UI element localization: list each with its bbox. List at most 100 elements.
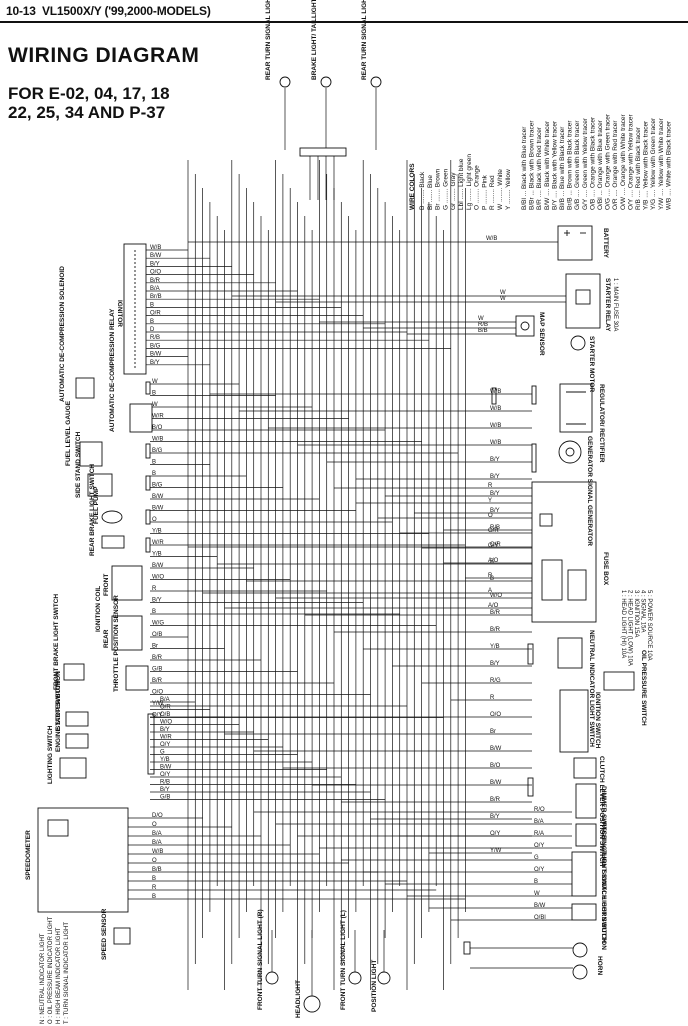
right-pin-label: W/O bbox=[490, 593, 502, 599]
speedo-pin-label: B/A bbox=[152, 831, 162, 837]
fuse-pin-label: O/Y bbox=[488, 543, 498, 549]
switch-pin-label: O/Y bbox=[534, 867, 544, 873]
front-turn-l-label: FRONT TURN SIGNAL LIGHT (L) bbox=[340, 910, 347, 1010]
fuel-gauge-label: FUEL LEVEL GAUGE bbox=[65, 400, 72, 466]
battery-label: BATTERY bbox=[602, 228, 609, 259]
ignitor-pin-label: B/G bbox=[150, 343, 161, 349]
left-pin-label: W/B bbox=[152, 437, 163, 443]
right-pin-label: Y/B bbox=[490, 644, 500, 650]
ign-connector-pin-label: Y/B bbox=[160, 757, 170, 763]
right-pin-label: O/Y bbox=[490, 831, 500, 837]
labels: W/BB/WB/YO/OB/RB/ABr/BBO/RBDR/BB/GB/WB/Y… bbox=[25, 0, 672, 1024]
map-sensor-label: MAP SENSOR bbox=[538, 312, 545, 356]
brake-light-label: BRAKE LIGHT/ TAILLIGHT bbox=[311, 0, 318, 80]
throttle-sensor-box bbox=[125, 665, 149, 691]
starter-relay-label: STARTER RELAY bbox=[604, 278, 611, 332]
ignitor-pin-label: B/W bbox=[150, 352, 162, 358]
speedo-pin-label: B bbox=[152, 894, 156, 900]
speedo-pin-label: B/A bbox=[152, 840, 162, 846]
generator-label: GENERATOR SIGNAL GENERATOR bbox=[586, 436, 593, 546]
neutral-switch-label: NEUTRAL INDICATOR LIGHT SWITCH bbox=[588, 630, 595, 747]
map-sensor-box bbox=[515, 315, 535, 337]
position-light-bulb bbox=[377, 971, 391, 985]
fuse-box-label: FUSE BOX bbox=[602, 552, 609, 586]
wire-color-item: O/G .... Orange with Green tracer bbox=[605, 113, 612, 210]
model-name: VL1500X/Y ('99,2000-MODELS) bbox=[41, 4, 211, 18]
main-fuse-label: 1 : MAIN FUSE 30A bbox=[612, 278, 618, 331]
fuse-pin-label: R bbox=[488, 573, 493, 579]
left-pin-label: Y/B bbox=[152, 552, 162, 558]
ignitor-pin-label: B bbox=[150, 302, 154, 308]
wire-color-item: Bl ....... Blue bbox=[427, 175, 434, 210]
ign-connector-pin-label: G/B bbox=[160, 795, 170, 801]
starter-button-label: STARTER BUTTON bbox=[55, 671, 62, 730]
ignitor-pin-label: B/W bbox=[150, 253, 162, 259]
decomp-relay-label: AUTOMATIC DE-COMPRESSION RELAY bbox=[109, 308, 116, 432]
right-pin-label: R bbox=[490, 695, 495, 701]
engine-stop-label: ENGINE STOP SWITCH bbox=[55, 680, 62, 752]
rear-turn-l-label: REAR TURN SIGNAL LIGHT (L) bbox=[361, 0, 368, 80]
left-pin-label: B/O bbox=[152, 425, 163, 431]
rear-brake-switch-box bbox=[101, 535, 125, 549]
horn-button-box bbox=[571, 903, 597, 921]
left-pin-label: B/W bbox=[152, 563, 164, 569]
horn-button-label: HORN BUTTON bbox=[600, 902, 607, 950]
right-pin-label: B/W bbox=[490, 780, 502, 786]
side-stand-label: SIDE STAND SWITCH bbox=[75, 431, 82, 498]
turn-switch-box bbox=[571, 851, 597, 897]
wire-color-item: Y ........ Yellow bbox=[505, 169, 512, 210]
speedometer-label: SPEEDOMETER bbox=[25, 830, 32, 880]
left-pin-label: W/G bbox=[152, 621, 164, 627]
indicator-legend-item: O : OIL PRESSURE INDICATOR LIGHT bbox=[48, 916, 54, 1024]
regulator-box bbox=[559, 383, 593, 433]
right-pin-label: O/R bbox=[490, 542, 501, 548]
wire-color-item: O/R .... Orange with Red tracer bbox=[612, 120, 619, 210]
speedo-pin-label: B/B bbox=[152, 867, 162, 873]
starter-relay-box bbox=[565, 273, 601, 329]
speed-sensor-box bbox=[113, 927, 131, 945]
left-pin-label: B/G bbox=[152, 448, 163, 454]
right-pin-label: B/Y bbox=[490, 491, 500, 497]
wire-color-item: Gr ....... Gray bbox=[450, 172, 457, 210]
left-pin-label: O/O bbox=[152, 690, 163, 696]
indicator-legend-item: T : TURN SIGNAL INDICATOR LIGHT bbox=[64, 922, 70, 1024]
right-pin-label: Y/W bbox=[490, 848, 502, 854]
wire-color-item: B ........ Black bbox=[419, 171, 426, 210]
oil-switch-box bbox=[603, 671, 635, 691]
speedo-pin-label: O bbox=[152, 822, 157, 828]
page-header: 10-13 VL1500X/Y ('99,2000-MODELS) bbox=[6, 4, 211, 18]
switch-pin-label: B/A bbox=[534, 819, 544, 825]
lighting-switch-box bbox=[59, 757, 87, 779]
clutch-switch-label: CLUTCH LEVER POSITION SWITCH bbox=[598, 756, 605, 867]
model-list: FOR E-02, 04, 17, 18 22, 25, 34 AND P-37 bbox=[8, 84, 170, 122]
rear-brake-switch-label: REAR BRAKE LIGHT SWITCH bbox=[89, 464, 96, 556]
wire-color-item: O/B .... Orange with Black tracer bbox=[589, 116, 596, 210]
ignition-switch-box bbox=[559, 689, 589, 753]
neutral-switch-box bbox=[557, 637, 583, 669]
dimmer-switch-box bbox=[575, 783, 597, 819]
wire-color-item: Lg ....... Light green bbox=[466, 154, 473, 210]
ignition-coil-label: IGNITION COIL bbox=[95, 586, 102, 632]
left-pin-label: W/O bbox=[152, 575, 164, 581]
wires bbox=[128, 88, 573, 996]
left-pin-label: B/R bbox=[152, 678, 163, 684]
right-pin-label: W/B bbox=[490, 440, 501, 446]
right-pin-label: W/B bbox=[490, 423, 501, 429]
speedo-pin-label: D/O bbox=[152, 813, 163, 819]
decomp-relay-box bbox=[129, 403, 153, 433]
throttle-sensor-label: THROTTLE POSITION SENSOR bbox=[113, 595, 120, 692]
ignition-coil-rear bbox=[111, 615, 143, 651]
map-wire-label: B/B bbox=[478, 328, 488, 334]
left-pin-label: B bbox=[152, 471, 156, 477]
ignitor-pin-label: B/A bbox=[150, 286, 160, 292]
wire-color-item: P ........ Pink bbox=[481, 174, 488, 210]
right-pin-label: B bbox=[490, 576, 494, 582]
fuse-pin-label: A bbox=[488, 588, 492, 594]
passing-switch-box bbox=[575, 823, 597, 847]
wire-color-item: W ........ White bbox=[497, 169, 504, 210]
wire-color-item: G/Y .... Green with Yellow tracer bbox=[582, 117, 589, 210]
header-rule bbox=[0, 21, 688, 23]
left-pin-label: B/Y bbox=[152, 598, 162, 604]
wire-color-item: W/B .... White with Black tracer bbox=[665, 120, 672, 210]
fuel-pump-label: FUEL PUMP bbox=[93, 486, 100, 524]
